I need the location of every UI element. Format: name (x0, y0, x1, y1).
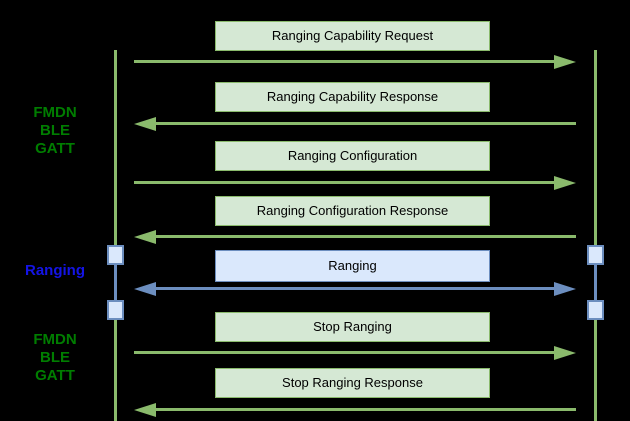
message-box-ranging-capability-response: Ranging Capability Response (215, 82, 490, 112)
side-label-line: BLE (40, 349, 70, 366)
arrowhead-right-icon (554, 282, 576, 296)
left-activation-start (107, 245, 124, 265)
side-label-line: Ranging (25, 262, 85, 279)
right-activation-end (587, 300, 604, 320)
message-box-stop-ranging: Stop Ranging (215, 312, 490, 342)
side-label-ranging: Ranging (0, 262, 110, 280)
side-label-line: GATT (35, 367, 75, 384)
message-box-ranging: Ranging (215, 250, 490, 282)
right-lifeline-blue-segment (594, 265, 597, 300)
arrow-stop-ranging-response (154, 408, 576, 411)
arrow-stop-ranging (134, 351, 556, 354)
message-box-ranging-capability-request: Ranging Capability Request (215, 21, 490, 51)
side-label-line: FMDN (33, 331, 77, 348)
arrow-ranging-capability-request (134, 60, 556, 63)
arrowhead-right-icon (554, 346, 576, 360)
side-label-line: FMDN (33, 104, 77, 121)
right-lifeline-green-top (594, 50, 597, 245)
message-box-ranging-configuration-response: Ranging Configuration Response (215, 196, 490, 226)
left-lifeline-blue-segment (114, 265, 117, 300)
message-box-ranging-configuration: Ranging Configuration (215, 141, 490, 171)
arrowhead-left-icon (134, 282, 156, 296)
left-lifeline-green-top (114, 50, 117, 245)
arrow-ranging-configuration (134, 181, 556, 184)
arrow-ranging-capability-response (154, 122, 576, 125)
side-label-fmdn-ble-gatt-top: FMDN BLE GATT (0, 104, 110, 158)
side-label-fmdn-ble-gatt-bottom: FMDN BLE GATT (0, 331, 110, 385)
arrowhead-right-icon (554, 55, 576, 69)
arrowhead-left-icon (134, 403, 156, 417)
arrowhead-left-icon (134, 117, 156, 131)
left-activation-end (107, 300, 124, 320)
arrow-ranging-bidirectional (154, 287, 556, 290)
side-label-line: GATT (35, 140, 75, 157)
right-activation-start (587, 245, 604, 265)
side-label-line: BLE (40, 122, 70, 139)
message-box-stop-ranging-response: Stop Ranging Response (215, 368, 490, 398)
arrow-ranging-configuration-response (154, 235, 576, 238)
left-lifeline-green-bottom (114, 320, 117, 421)
arrowhead-left-icon (134, 230, 156, 244)
arrowhead-right-icon (554, 176, 576, 190)
right-lifeline-green-bottom (594, 320, 597, 421)
